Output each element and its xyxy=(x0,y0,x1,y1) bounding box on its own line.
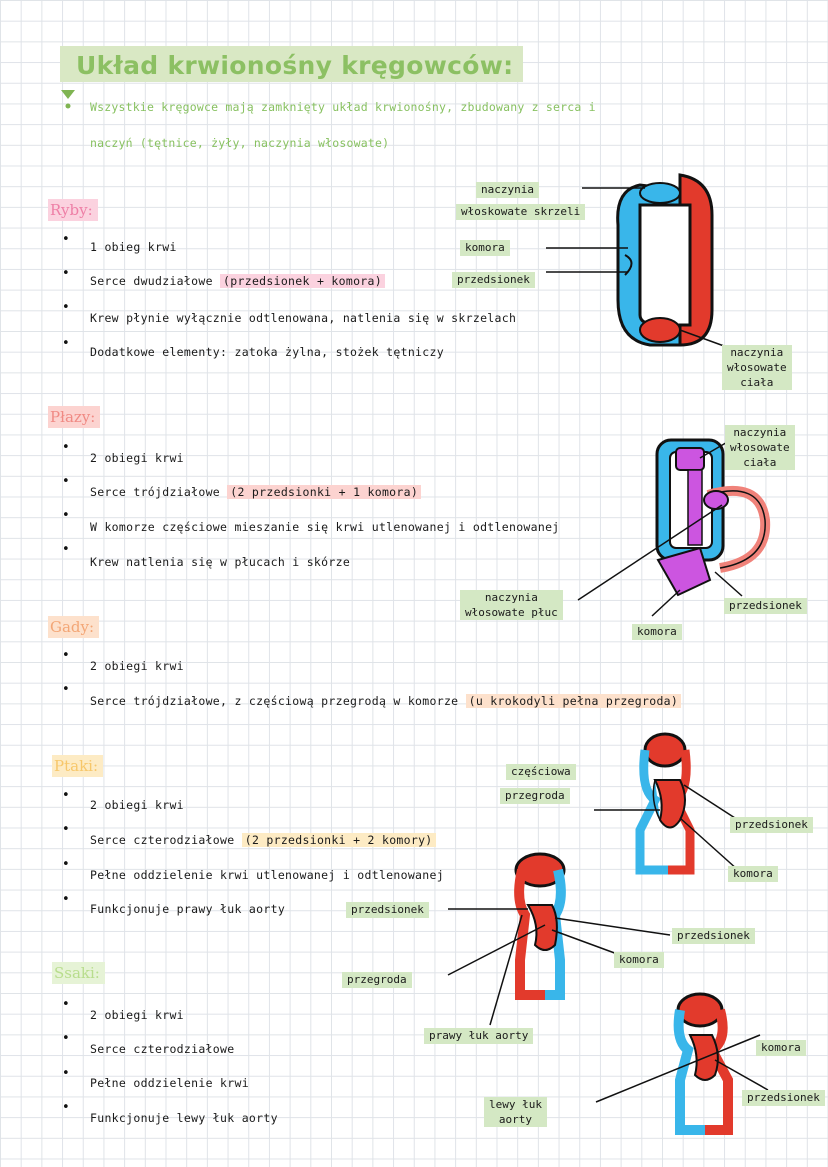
list-item: Serce dwudziałowe (przedsionek + komora) xyxy=(90,274,385,288)
intro-marker-icon xyxy=(60,88,76,114)
list-item: Serce czterodziałowe xyxy=(90,1042,235,1056)
bullet-dot: • xyxy=(62,1066,70,1081)
label-line: lewy łuk xyxy=(489,1098,542,1111)
label-bird-ventricle-top: komora xyxy=(728,866,778,882)
bullet-dot: • xyxy=(62,648,70,663)
label-fish-body-capillaries: naczynia włosowate ciała xyxy=(722,345,792,390)
highlight-text: (2 przedsionki + 1 komora) xyxy=(227,485,422,499)
label-line: naczynia xyxy=(484,591,538,604)
list-item-text: Serce dwudziałowe xyxy=(90,274,213,288)
label-fish-gill-capillaries-2: włoskowate skrzeli xyxy=(456,204,586,220)
label-bird-septum: przegroda xyxy=(342,972,412,988)
label-bird-partial-septum-1: częściowa xyxy=(506,764,576,780)
label-bird-atrium-right: przedsionek xyxy=(672,928,755,944)
list-item: Pełne oddzielenie krwi utlenowanej i odt… xyxy=(90,868,444,882)
label-fish-gill-capillaries-1: naczynia xyxy=(476,182,539,198)
label-line: naczynia xyxy=(733,426,787,439)
bullet-dot: • xyxy=(62,542,70,557)
bullet-dot: • xyxy=(62,474,70,489)
amphibian-atrium xyxy=(703,490,729,510)
label-amphibian-atrium: przedsionek xyxy=(724,598,807,614)
fish-inner-loop xyxy=(638,203,692,327)
page-title: Układ krwionośny kręgowców: xyxy=(60,46,524,82)
label-mammal-left-aorta: lewy łuk aorty xyxy=(484,1097,547,1127)
fish-heart xyxy=(624,254,633,276)
mammal-circulation-diagram xyxy=(595,992,769,1135)
bullet-dot: • xyxy=(62,1100,70,1115)
list-item: Pełne oddzielenie krwi xyxy=(90,1076,249,1090)
list-item: Funkcjonuje lewy łuk aorty xyxy=(90,1111,278,1125)
highlight-text: (u krokodyli pełna przegroda) xyxy=(465,694,682,708)
list-item: W komorze częściowe mieszanie się krwi u… xyxy=(90,520,560,534)
bullet-dot: • xyxy=(62,440,70,455)
bullet-dot: • xyxy=(62,857,70,872)
bullet-dot: • xyxy=(62,300,70,315)
list-item: Dodatkowe elementy: zatoka żylna, stożek… xyxy=(90,345,444,359)
list-item: Krew płynie wyłącznie odtlenowana, natle… xyxy=(90,311,517,325)
bullet-dot: • xyxy=(62,788,70,803)
section-heading-mammal: Ssaki: xyxy=(52,962,105,984)
label-fish-atrium: przedsionek xyxy=(452,272,535,288)
label-bird-partial-septum-2: przegroda xyxy=(500,788,570,804)
label-line: naczynia xyxy=(730,346,784,359)
label-bird-right-aorta: prawy łuk aorty xyxy=(424,1028,534,1044)
label-mammal-atrium: przedsionek xyxy=(742,1090,825,1106)
bullet-dot: • xyxy=(62,1031,70,1046)
label-amphibian-ventricle: komora xyxy=(632,624,682,640)
section-heading-bird: Ptaki: xyxy=(52,755,104,777)
fish-body-capillaries xyxy=(639,317,681,343)
label-mammal-ventricle: komora xyxy=(756,1040,806,1056)
list-item-text: Serce trójdziałowe xyxy=(90,485,221,499)
label-line: ciała xyxy=(740,376,774,389)
highlight-text: (przedsionek + komora) xyxy=(220,274,385,288)
bullet-dot: • xyxy=(62,682,70,697)
funnel-icon xyxy=(61,90,75,109)
list-item: 2 obiegi krwi xyxy=(90,1008,184,1022)
list-item-text: Serce czterodziałowe xyxy=(90,833,235,847)
bullet-dot: • xyxy=(62,997,70,1012)
label-line: włosowate płuc xyxy=(465,606,558,619)
bullet-dot: • xyxy=(62,232,70,247)
list-item: Serce czterodziałowe (2 przedsionki + 2 … xyxy=(90,833,436,847)
list-item: 2 obiegi krwi xyxy=(90,659,184,673)
amphibian-ventricle xyxy=(656,546,712,597)
bird-heart xyxy=(653,779,686,829)
bullet-dot: • xyxy=(62,508,70,523)
label-amphibian-lung-capillaries: naczynia włosowate płuc xyxy=(460,590,563,620)
section-heading-reptile: Gady: xyxy=(48,616,100,638)
bullet-dot: • xyxy=(62,822,70,837)
list-item: 1 obieg krwi xyxy=(90,240,177,254)
fish-gill-capillaries xyxy=(639,182,681,204)
list-item: 2 obiegi krwi xyxy=(90,798,184,812)
intro-line-2: naczyń (tętnice, żyły, naczynia włosowat… xyxy=(90,136,390,150)
fish-circulation-diagram xyxy=(546,173,736,351)
bullet-dot: • xyxy=(62,892,70,907)
bird-aorta-diagram xyxy=(447,852,671,1026)
bullet-dot: • xyxy=(62,266,70,281)
list-item: Serce trójdziałowe, z częściową przegrod… xyxy=(90,694,682,708)
intro-line-1: Wszystkie kręgowce mają zamknięty układ … xyxy=(90,100,596,114)
bullet-dot: • xyxy=(62,336,70,351)
label-bird-atrium-mid: przedsionek xyxy=(346,902,429,918)
label-bird-ventricle-mid: komora xyxy=(614,952,664,968)
section-heading-amphibian: Płazy: xyxy=(48,406,101,428)
list-item: Serce trójdziałowe (2 przedsionki + 1 ko… xyxy=(90,485,422,499)
list-item-text: Serce trójdziałowe, z częściową przegrod… xyxy=(90,694,459,708)
label-line: aorty xyxy=(498,1113,533,1126)
highlight-text: (2 przedsionki + 2 komory) xyxy=(241,833,436,847)
list-item: Krew natlenia się w płucach i skórze xyxy=(90,555,351,569)
list-item: Funkcjonuje prawy łuk aorty xyxy=(90,902,286,916)
bird-circulation-diagram xyxy=(594,732,739,875)
label-bird-atrium-top: przedsionek xyxy=(730,817,813,833)
list-item: 2 obiegi krwi xyxy=(90,451,184,465)
label-fish-ventricle: komora xyxy=(460,240,510,256)
section-heading-fish: Ryby: xyxy=(48,199,98,221)
label-line: włosowate xyxy=(727,361,787,374)
label-line: włosowate xyxy=(730,441,790,454)
label-line: ciała xyxy=(743,456,777,469)
label-amphibian-body-capillaries: naczynia włosowate ciała xyxy=(725,425,795,470)
amphibian-circulation-diagram xyxy=(577,429,771,617)
amphibian-body-capillaries xyxy=(675,447,705,471)
